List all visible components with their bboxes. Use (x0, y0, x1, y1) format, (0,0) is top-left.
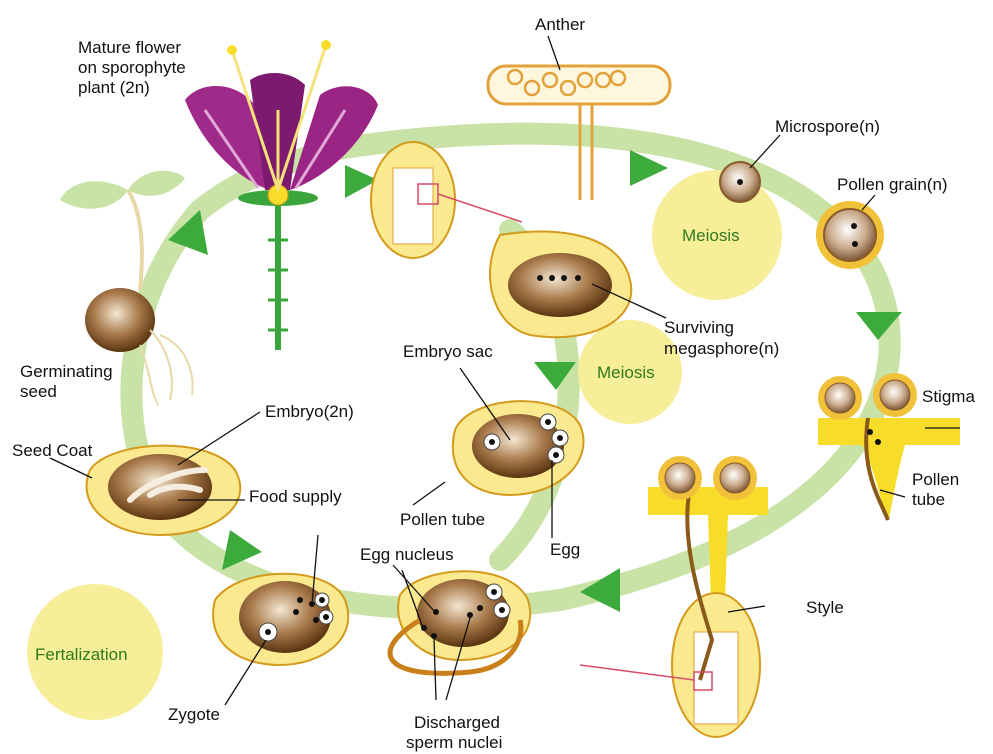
label-style: Style (806, 598, 844, 617)
label-zygote: Zygote (168, 705, 220, 724)
phase-label-meiosis-top: Meiosis (682, 226, 740, 245)
label-microspore: Microspore(n) (775, 117, 880, 136)
label-mature-flower-2: on sporophyte (78, 58, 186, 77)
arrowhead-4 (580, 568, 620, 612)
label-egg-nucleus: Egg nucleus (360, 545, 454, 564)
phase-label-meiosis-mid: Meiosis (597, 363, 655, 382)
label-surviving-megaspore-2: megasphore(n) (664, 339, 779, 358)
label-pollen-tube-right-1: Pollen (912, 470, 959, 489)
label-mature-flower-1: Mature flower (78, 38, 181, 57)
label-embryo: Embryo(2n) (265, 402, 354, 421)
label-germinating-seed-1: Germinating (20, 362, 113, 381)
label-anther: Anther (535, 15, 585, 34)
label-discharged-sperm-2: sperm nuclei (406, 733, 502, 752)
ovule-zygote (213, 574, 348, 665)
microspore (720, 162, 760, 202)
cycle-arrows (131, 134, 889, 609)
label-stigma: Stigma (922, 387, 975, 406)
pollen-grain (816, 201, 884, 269)
label-surviving-megaspore-1: Surviving (664, 318, 734, 337)
label-seed-coat: Seed Coat (12, 441, 93, 460)
seed-embryo (86, 446, 240, 535)
label-mature-flower-3: plant (2n) (78, 78, 150, 97)
ovule-fertilization (390, 571, 530, 673)
ovule-megaspore (490, 231, 631, 337)
label-embryo-sac: Embryo sac (403, 342, 493, 361)
label-discharged-sperm-1: Discharged (414, 713, 500, 732)
label-germinating-seed-2: seed (20, 382, 57, 401)
ovule-embryo-sac (453, 401, 584, 495)
label-pollen-tube-mid: Pollen tube (400, 510, 485, 529)
label-pollen-tube-right-2: tube (912, 490, 945, 509)
phase-meiosis-top: Meiosis (652, 170, 782, 300)
label-food-supply: Food supply (249, 487, 342, 506)
phase-label-fertilization: Fertalization (35, 645, 128, 664)
label-egg: Egg (550, 540, 580, 559)
label-pollen-grain: Pollen grain(n) (837, 175, 948, 194)
phase-fertilization: Fertalization (27, 584, 163, 720)
